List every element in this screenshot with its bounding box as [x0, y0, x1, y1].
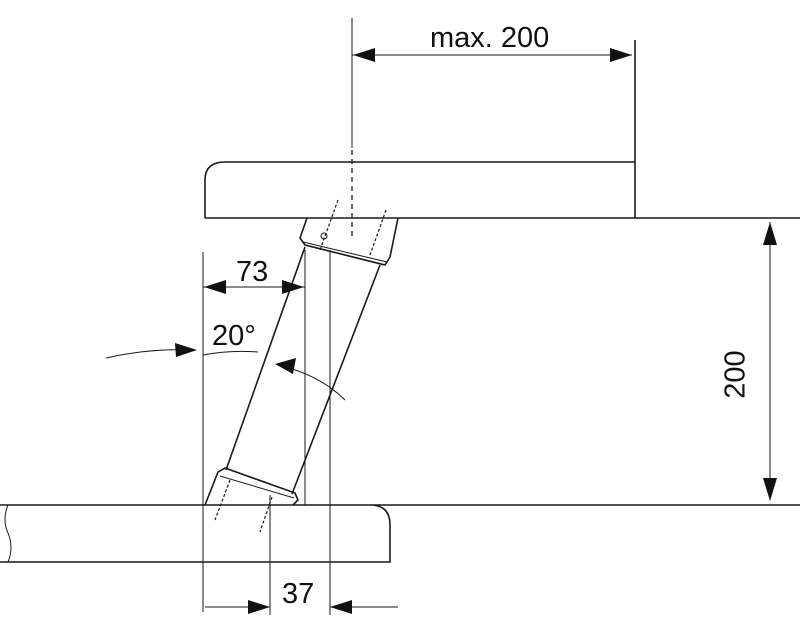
arrow-head: [610, 48, 632, 62]
max-offset-label: max. 200: [430, 22, 550, 54]
top-plate: [204, 40, 800, 219]
arrow-head: [282, 280, 304, 294]
arrow-head: [330, 600, 352, 614]
arrow-head: [353, 48, 375, 62]
arrow-head: [763, 222, 777, 245]
break-line: [4, 504, 12, 563]
height-label: 200: [719, 350, 752, 399]
angle-arc: [202, 350, 259, 356]
arrow-head: [763, 478, 777, 501]
offset-73-label: 73: [236, 256, 269, 288]
base-offset-label: 37: [282, 578, 315, 610]
arrow-head: [175, 343, 197, 357]
angle-label: 20°: [212, 320, 256, 352]
arrow-head: [248, 600, 270, 614]
bottom-plate: [0, 504, 800, 563]
arrow-head: [204, 280, 226, 294]
inclined-tube: [204, 199, 399, 533]
arrow-head: [275, 358, 296, 374]
